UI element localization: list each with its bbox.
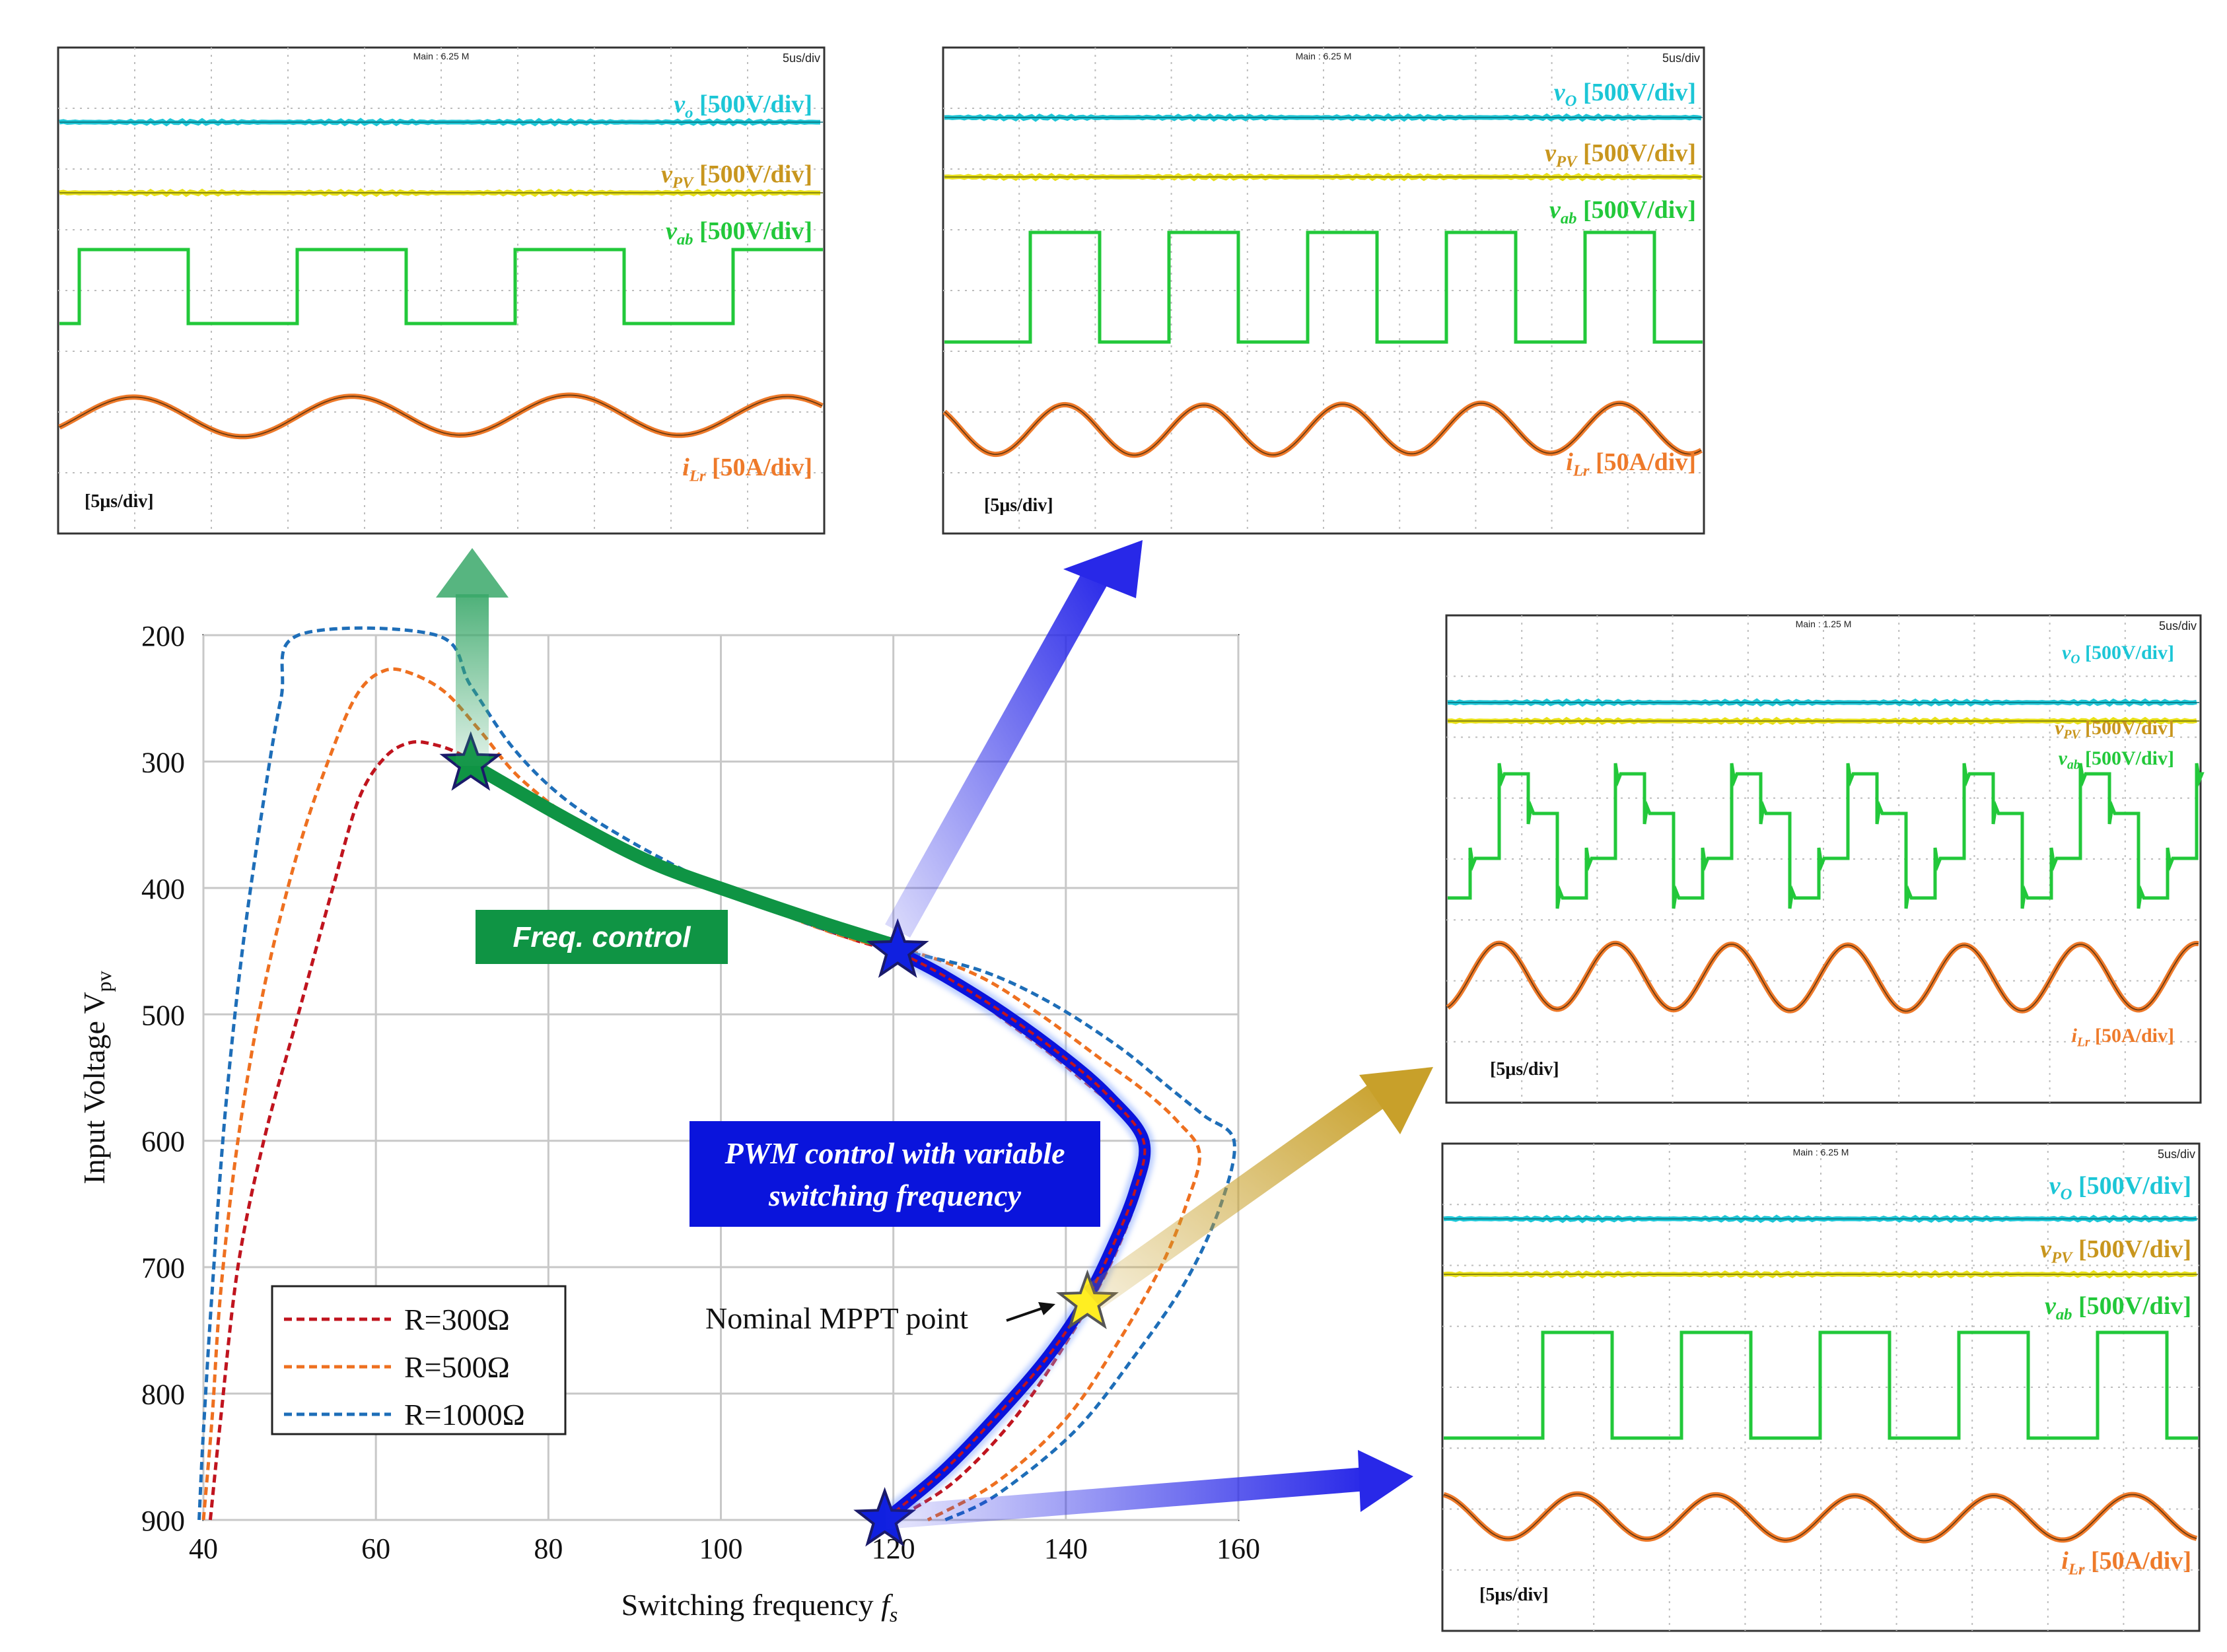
arrows <box>436 540 1433 1529</box>
scope-timebase: 5us/div <box>1662 52 1700 65</box>
y-tick-label: 700 <box>141 1252 185 1284</box>
label-vab: vab [500V/div] <box>666 217 812 248</box>
nominal-mppt-label: Nominal MPPT point <box>705 1301 968 1335</box>
legend-box <box>271 1285 567 1435</box>
label-vo: vo [500V/div] <box>674 90 812 121</box>
pwm-control-box <box>689 1121 1100 1227</box>
scope-timebase: 5us/div <box>2158 1148 2195 1161</box>
label-vpv: vPV [500V/div] <box>2055 717 2174 742</box>
label-vab: vab [500V/div] <box>2045 1292 2191 1323</box>
trace-vab <box>944 230 1703 344</box>
scope-time-label: [5μs/div] <box>1479 1585 1549 1605</box>
freq-control-label: Freq. control <box>476 910 728 964</box>
trace-ilr-core <box>59 394 823 438</box>
y-tick-label: 400 <box>141 873 185 905</box>
mode-boundary-star <box>866 918 929 978</box>
arrow-gold-right <box>1083 1067 1433 1309</box>
pwm-control-text-line2: switching frequency <box>768 1179 1022 1212</box>
scope-time-label: [5μs/div] <box>1490 1059 1559 1080</box>
scope-panel-top-right: Main : 6.25 M 5us/div vO [500V/div] vPV [50… <box>942 46 1705 535</box>
scope-timebase: 5us/div <box>2159 619 2197 633</box>
x-axis-label: Switching frequency fs <box>621 1588 898 1626</box>
label-ilr: iLr [50A/div] <box>2072 1025 2174 1050</box>
y-tick-label: 200 <box>141 620 185 652</box>
label-vpv: vPV [500V/div] <box>2040 1235 2191 1266</box>
arrow-blue-right <box>885 1450 1413 1529</box>
scope-panel-middle-right: Main : 1.25 M 5us/div vO [500V/div] vPV [50… <box>1445 614 2205 1104</box>
y-tick-label: 800 <box>141 1379 185 1411</box>
x-tick-label: 80 <box>534 1532 563 1565</box>
series-line-0 <box>208 740 1150 1522</box>
label-vo: vO [500V/div] <box>2049 1172 2191 1203</box>
y-axis-label: Input Voltage Vpv <box>77 971 116 1184</box>
legend-label-500: R=500Ω <box>404 1350 510 1384</box>
oscilloscope-panels: Main : 6.25 M 5us/div vo [500V/div] vPV [50… <box>57 46 2205 1632</box>
label-vo: vO [500V/div] <box>1554 79 1696 110</box>
pwm-control-text-line1: PWM control with variable <box>725 1136 1065 1170</box>
arrow-blue-up-right <box>885 540 1143 938</box>
label-vo: vO [500V/div] <box>2062 642 2174 667</box>
label-vab: vab [500V/div] <box>2059 747 2174 773</box>
y-axis-ticks: 200 300 400 500 600 700 800 900 <box>141 620 185 1537</box>
freq-control-box <box>476 910 728 964</box>
trace-vab <box>1448 763 2205 909</box>
legend-label-300: R=300Ω <box>404 1303 510 1336</box>
scope-header: Main : 6.25 M <box>1793 1147 1849 1157</box>
trace-ilr-core <box>1447 942 2199 1012</box>
x-tick-label: 40 <box>189 1532 218 1565</box>
x-tick-label: 140 <box>1044 1532 1088 1565</box>
arrow-green-up <box>436 548 509 766</box>
label-vpv: vPV [500V/div] <box>661 160 812 191</box>
trace-ilr-core <box>944 402 1702 456</box>
trace-ilr-core <box>1443 1493 2197 1542</box>
scope-time-label: [5μs/div] <box>85 491 154 512</box>
x-tick-label: 100 <box>699 1532 743 1565</box>
x-tick-label: 160 <box>1217 1532 1260 1565</box>
label-ilr: iLr [50A/div] <box>2061 1547 2191 1578</box>
scope-header: Main : 6.25 M <box>1296 51 1352 61</box>
scope-header: Main : 1.25 M <box>1796 619 1852 629</box>
nominal-mppt-pointer-head <box>1038 1302 1055 1315</box>
pwm-path-overlay <box>884 952 1147 1521</box>
label-vpv: vPV [500V/div] <box>1545 139 1696 170</box>
freq-control-path <box>464 757 900 951</box>
trace-vab <box>59 248 823 326</box>
label-ilr: iLr [50A/div] <box>682 454 812 485</box>
legend: R=300Ω R=500Ω R=1000Ω <box>271 1285 567 1435</box>
y-tick-label: 900 <box>141 1505 185 1537</box>
scope-panel-bottom-right: Main : 6.25 M 5us/div vO [500V/div] vPV [50… <box>1441 1142 2201 1632</box>
y-tick-label: 500 <box>141 999 185 1031</box>
freq-control-text: Freq. control <box>513 921 691 953</box>
scope-header: Main : 6.25 M <box>413 51 470 61</box>
y-tick-label: 300 <box>141 746 185 778</box>
scope-timebase: 5us/div <box>783 52 820 65</box>
y-tick-label: 600 <box>141 1126 185 1158</box>
scope-panel-top-left: Main : 6.25 M 5us/div vo [500V/div] vPV [50… <box>57 46 826 535</box>
label-ilr: iLr [50A/div] <box>1566 448 1696 479</box>
legend-label-1000: R=1000Ω <box>404 1398 525 1431</box>
x-tick-label: 60 <box>361 1532 390 1565</box>
trace-vab <box>1444 1330 2198 1440</box>
label-vab: vab [500V/div] <box>1549 196 1696 227</box>
pwm-control-label: PWM control with variable switching freq… <box>689 1121 1100 1227</box>
scope-time-label: [5μs/div] <box>984 495 1053 516</box>
